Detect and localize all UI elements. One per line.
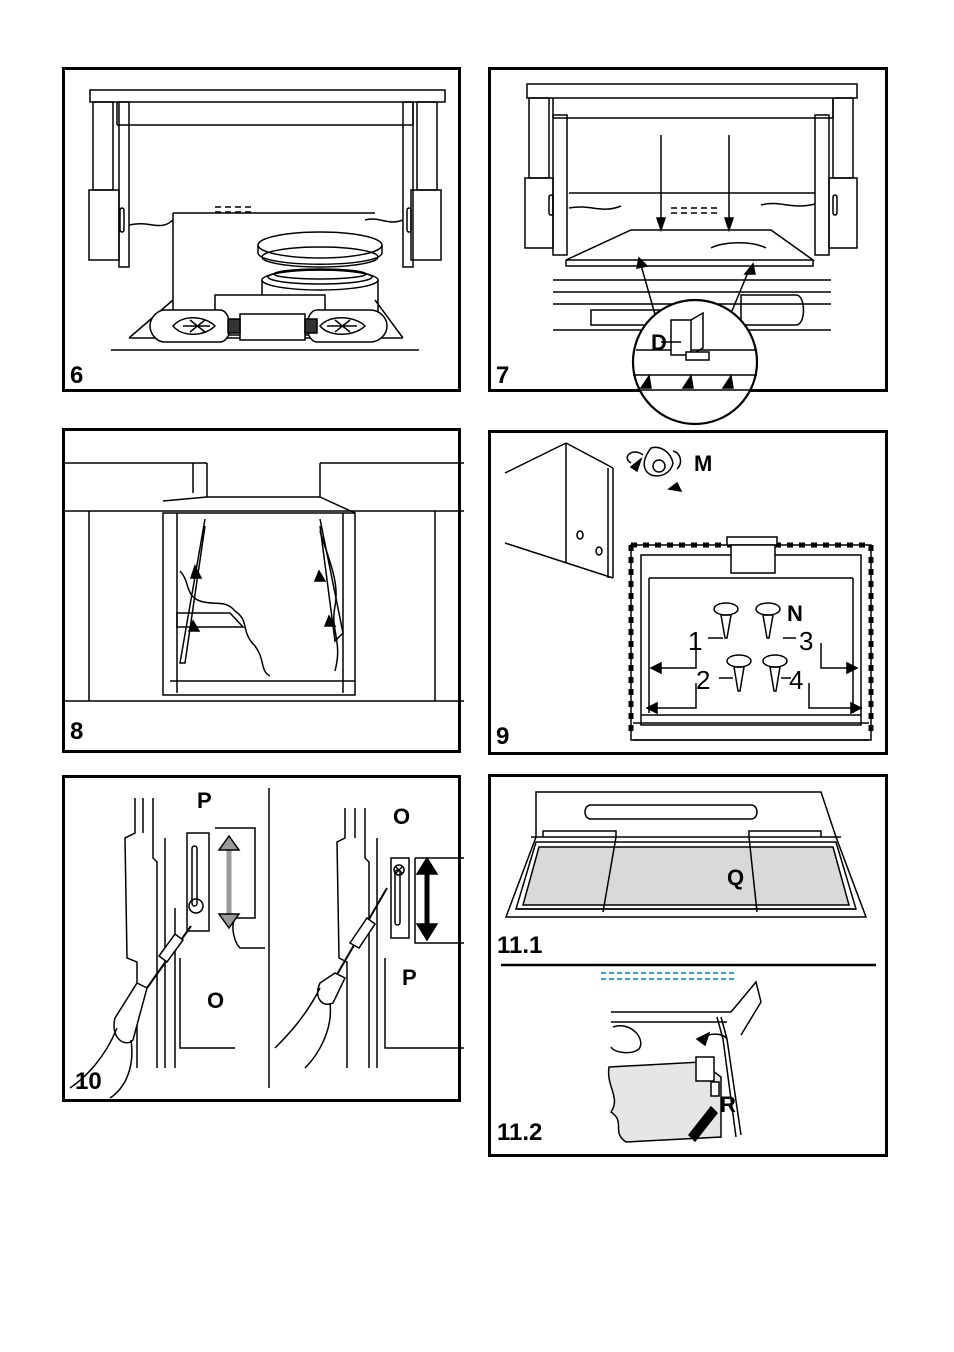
figure-9-panel: M N 1 3 2 4 9	[488, 430, 888, 755]
figure-6-panel: 6	[62, 67, 461, 392]
figure-11-drawing	[491, 777, 891, 1160]
figure-10-label-p-left: P	[197, 788, 212, 814]
figure-9-label-m: M	[694, 451, 712, 477]
figure-11-label-r: R	[720, 1092, 736, 1118]
figure-9-step-2: 2	[696, 665, 710, 696]
figure-11-2-number: 11.2	[497, 1119, 542, 1147]
figure-11-label-q: Q	[727, 865, 744, 891]
figure-9-step-4: 4	[789, 665, 803, 696]
figure-9-step-3: 3	[799, 626, 813, 657]
figure-10-label-p-right: P	[402, 965, 417, 991]
figure-11-1-number: 11.1	[497, 932, 542, 960]
figure-7-panel: D 7	[488, 67, 888, 392]
figure-10-label-o-right: O	[393, 804, 410, 830]
figure-9-step-1: 1	[688, 626, 702, 657]
figure-6-drawing	[65, 70, 464, 395]
figure-8-drawing	[65, 431, 464, 756]
figure-9-number: 9	[496, 723, 509, 751]
figure-7-drawing	[491, 70, 891, 430]
figure-10-panel: P O O P 10	[62, 775, 461, 1102]
figure-6-number: 6	[70, 362, 83, 390]
figure-8-number: 8	[70, 718, 83, 746]
figure-10-label-o-left: O	[207, 988, 224, 1014]
figure-10-number: 10	[75, 1068, 102, 1096]
figure-7-number: 7	[496, 362, 509, 390]
figure-8-panel: 8	[62, 428, 461, 753]
figure-9-label-n: N	[787, 601, 803, 627]
figure-7-label-d: D	[651, 330, 667, 356]
figure-11-panel: Q R 11.1 11.2	[488, 774, 888, 1157]
figure-9-drawing	[491, 433, 891, 758]
